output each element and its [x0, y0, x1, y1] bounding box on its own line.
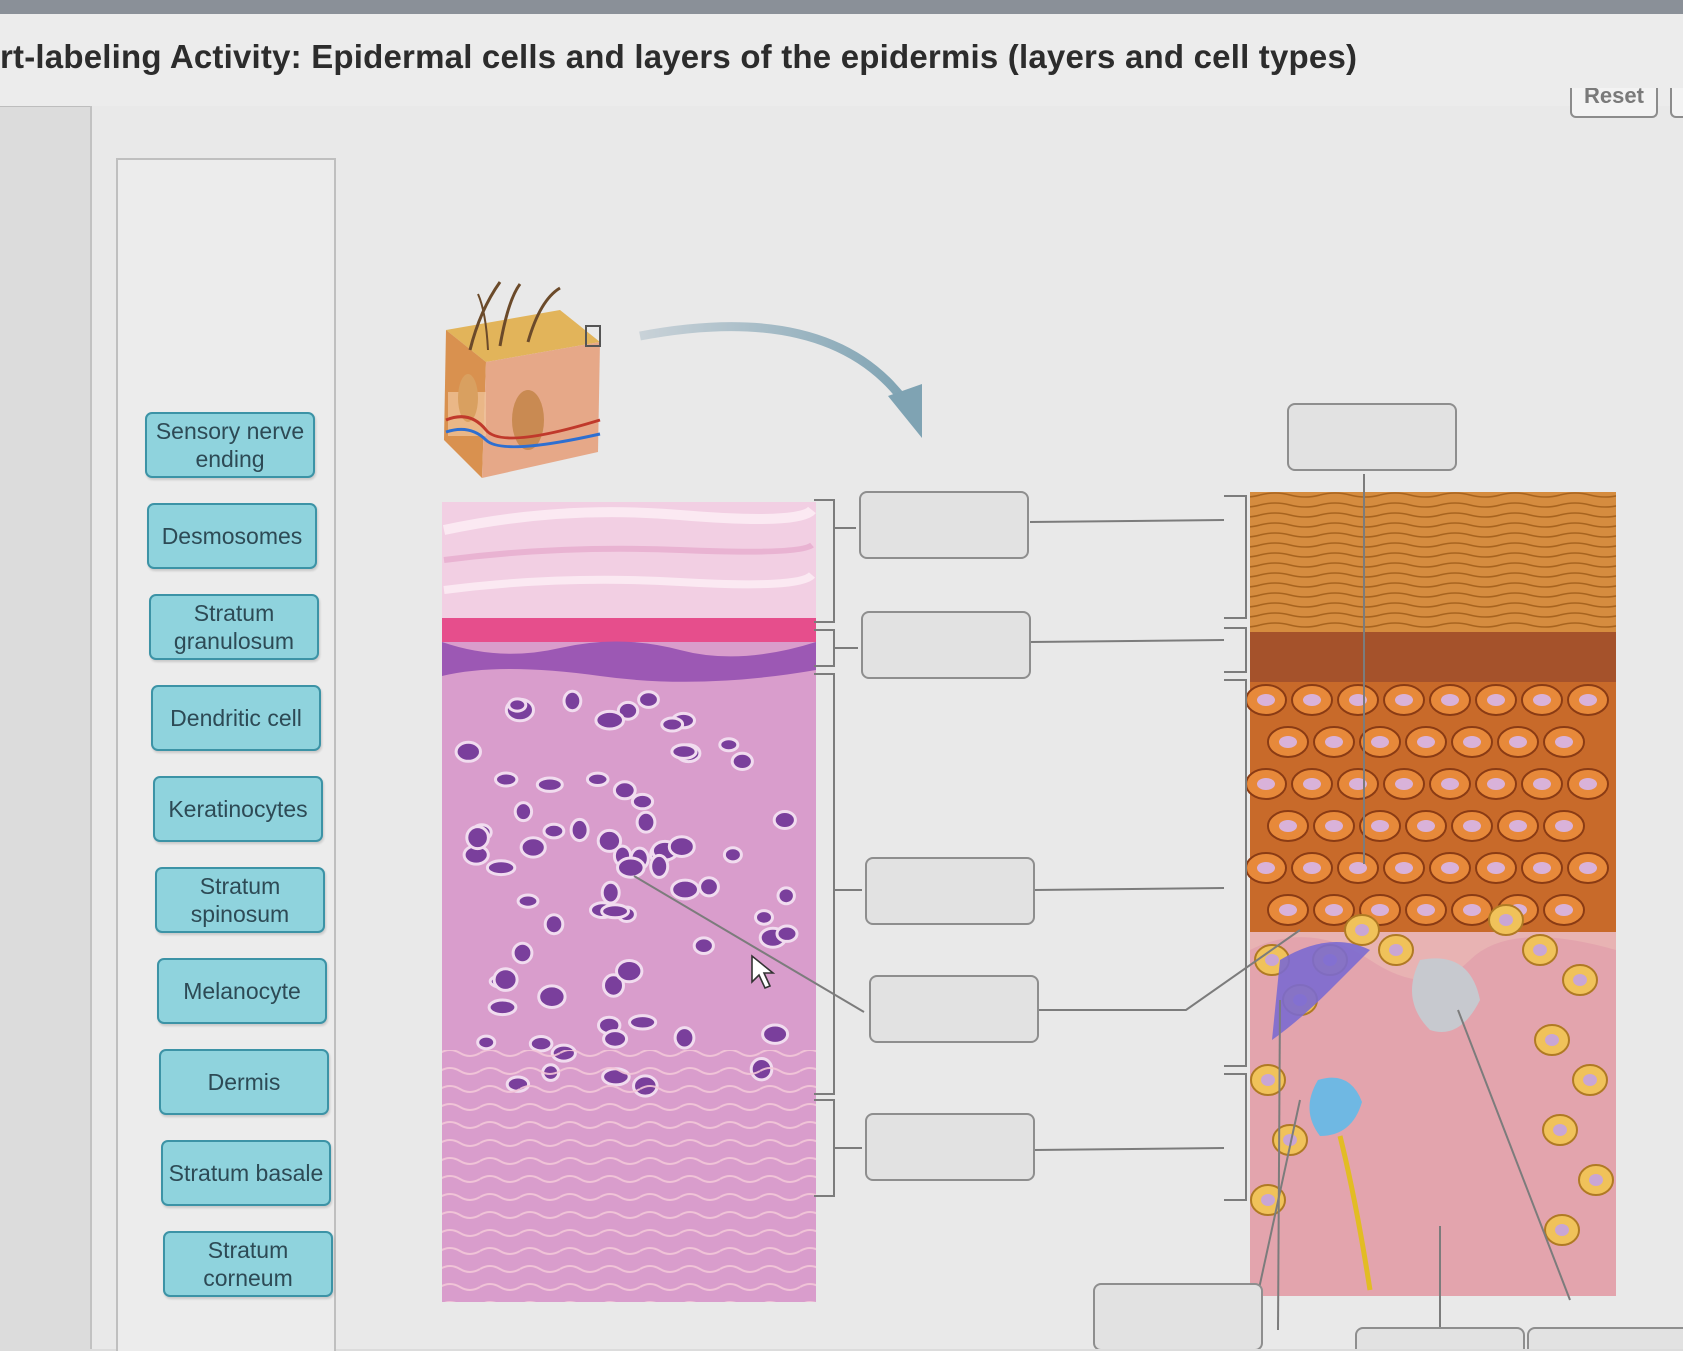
label-chip-text: Stratum basale — [168, 1160, 324, 1186]
label-drop-zone[interactable] — [865, 1113, 1035, 1181]
label-chip[interactable]: Stratum corneum — [163, 1231, 333, 1297]
label-drop-zone[interactable] — [1287, 403, 1457, 471]
label-drop-zone[interactable] — [869, 975, 1039, 1043]
label-chip-text: Sensory nerve ending — [155, 418, 305, 472]
label-drop-zone[interactable] — [861, 611, 1031, 679]
label-chip-text: Keratinocytes — [168, 796, 308, 822]
label-chip-text: Desmosomes — [161, 523, 303, 549]
activity-title: rt-labeling Activity: Epidermal cells an… — [0, 38, 1358, 75]
browser-top-bar — [0, 0, 1683, 14]
label-chip-text: Dendritic cell — [170, 705, 302, 731]
label-drop-zone[interactable] — [1527, 1327, 1683, 1349]
label-chip-text: Melanocyte — [183, 978, 301, 1004]
label-chip[interactable]: Stratum spinosum — [155, 867, 325, 933]
label-chip[interactable]: Stratum basale — [161, 1140, 331, 1206]
drop-zones — [859, 403, 1683, 1349]
next-button[interactable] — [1670, 88, 1683, 118]
label-chip[interactable]: Stratum granulosum — [149, 594, 319, 660]
label-drop-zone[interactable] — [865, 857, 1035, 925]
label-chip-text: Stratum granulosum — [173, 600, 295, 654]
activity-header: rt-labeling Activity: Epidermal cells an… — [0, 14, 1683, 107]
label-chip[interactable]: Keratinocytes — [153, 776, 323, 842]
label-chip[interactable]: Melanocyte — [157, 958, 327, 1024]
label-drop-zone[interactable] — [1355, 1327, 1525, 1349]
label-chip-text: Dermis — [207, 1069, 281, 1095]
label-drop-zone[interactable] — [859, 491, 1029, 559]
reset-button[interactable]: Reset — [1570, 88, 1658, 118]
label-chip-text: Stratum corneum — [203, 1237, 293, 1291]
label-chip-text: Stratum spinosum — [190, 873, 290, 927]
label-chip[interactable]: Sensory nerve ending — [145, 412, 315, 478]
label-chip[interactable]: Desmosomes — [147, 503, 317, 569]
label-drop-zone[interactable] — [1093, 1283, 1263, 1349]
label-chip[interactable]: Dendritic cell — [151, 685, 321, 751]
label-chip[interactable]: Dermis — [159, 1049, 329, 1115]
